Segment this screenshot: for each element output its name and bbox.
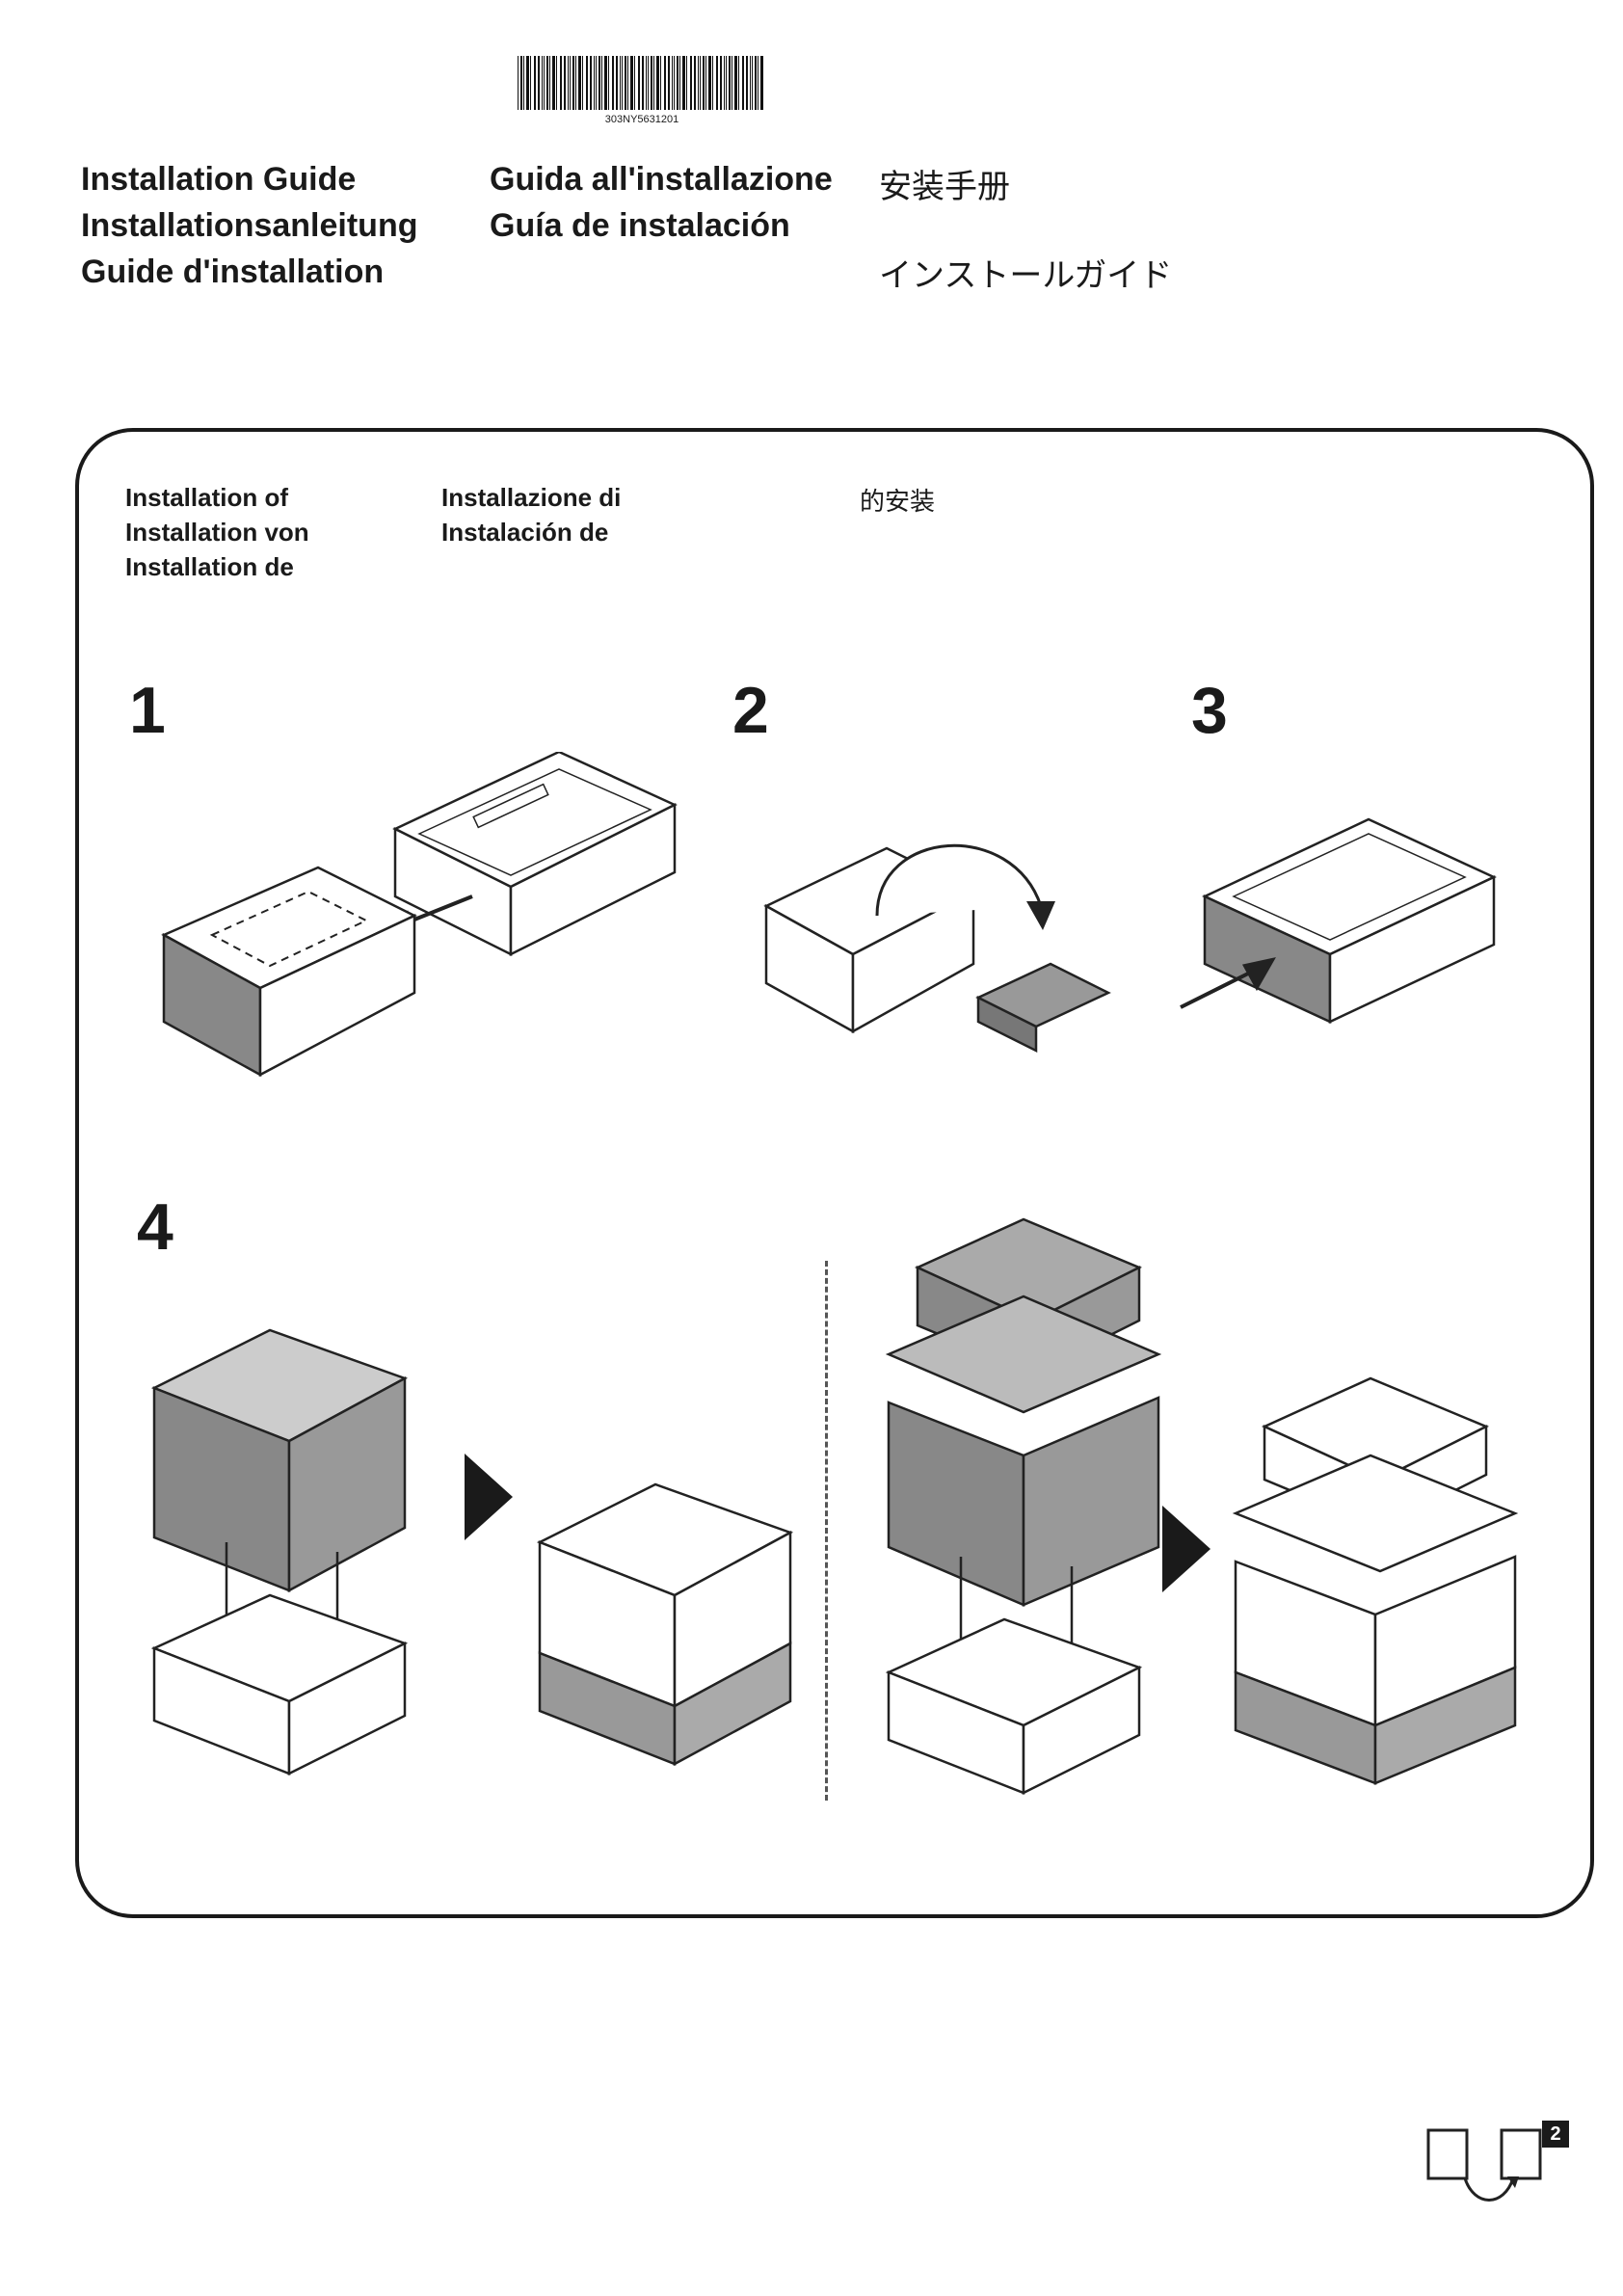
title-ja: インストールガイド (879, 249, 1172, 296)
title-en: Installation Guide (81, 156, 356, 202)
subtitle-it: Installazione di (441, 480, 621, 515)
printer-on-feeder-illustration (145, 1321, 414, 1802)
title-de: Installationsanleitung (81, 202, 417, 249)
title-zh: 安装手册 (879, 160, 1010, 207)
step-number-3: 3 (1191, 677, 1228, 744)
turn-page-icon: 2 (1426, 2121, 1569, 2217)
page-number: 2 (1542, 2121, 1569, 2148)
barcode: 303NY5631201 (518, 56, 766, 116)
mfp-on-feeder-illustration (879, 1210, 1168, 1798)
next-triangle-icon (465, 1454, 513, 1545)
step-number-2: 2 (732, 677, 769, 744)
dashed-divider (825, 1261, 828, 1801)
next-triangle-icon-2 (1162, 1506, 1211, 1597)
subtitle-de: Installation von (125, 515, 309, 549)
title-fr: Guide d'installation (81, 249, 384, 295)
barcode-number: 303NY5631201 (518, 114, 766, 125)
printer-assembled-illustration (535, 1475, 795, 1783)
subtitle-en: Installation of (125, 480, 288, 515)
step-number-1: 1 (129, 677, 166, 744)
title-es: Guía de instalación (490, 202, 790, 249)
subtitle-es: Instalación de (441, 515, 608, 549)
paper-cassette-removal-illustration (154, 752, 713, 1099)
cassette-packing-removal-illustration (761, 829, 1128, 1080)
title-it: Guida all'installazione (490, 156, 833, 202)
cassette-insert-illustration (1176, 800, 1523, 1051)
step-number-4: 4 (137, 1193, 173, 1261)
mfp-assembled-illustration (1226, 1369, 1525, 1793)
subtitle-fr: Installation de (125, 549, 294, 584)
barcode-bars (518, 56, 766, 110)
subtitle-zh: 的安装 (860, 482, 935, 518)
